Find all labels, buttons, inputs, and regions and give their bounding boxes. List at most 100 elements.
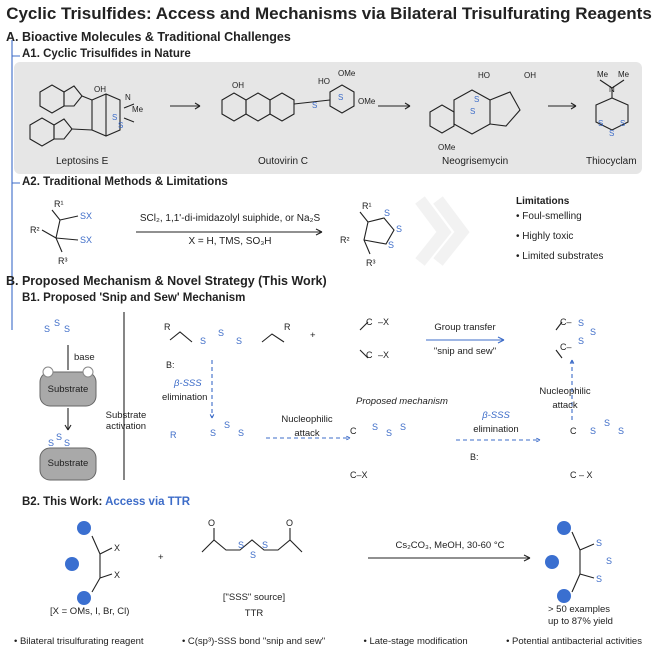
elimination-label: elimination: [473, 424, 519, 435]
svg-text:R³: R³: [58, 256, 68, 266]
svg-text:S: S: [48, 438, 54, 448]
limitation-text: Highly toxic: [522, 231, 574, 242]
molecule-label-outovirin: Outovirin C: [258, 156, 309, 167]
feature-item: • Bilateral trisulfurating reagent: [14, 636, 144, 647]
svg-text:R¹: R¹: [54, 199, 64, 209]
svg-text:S: S: [44, 324, 50, 334]
svg-text:S: S: [470, 107, 475, 116]
svg-text:S: S: [54, 318, 60, 328]
svg-text:R: R: [170, 430, 177, 440]
limitation-text: Foul-smelling: [522, 211, 582, 222]
ttr-label: TTR: [244, 608, 264, 619]
proposed-mechanism-label: Proposed mechanism: [356, 396, 448, 407]
b2-heading: B2. This Work: Access via TTR: [22, 496, 190, 508]
svg-text:S: S: [372, 422, 378, 432]
svg-text:R¹: R¹: [362, 201, 372, 211]
x-definition: [X = OMs, I, Br, Cl): [50, 606, 130, 617]
a2-reagents: SCl₂, 1,1'-di-imidazolyl suiphide, or Na…: [139, 213, 321, 224]
svg-text:S: S: [218, 328, 224, 338]
attack-label: attack: [552, 400, 578, 411]
features-bar: • Bilateral trisulfurating reagent • C(s…: [14, 632, 642, 652]
svg-text:R: R: [284, 322, 291, 332]
a1-heading: A1. Cyclic Trisulfides in Nature: [22, 48, 191, 60]
svg-text:S: S: [609, 129, 614, 138]
examples-label: > 50 examples: [548, 604, 611, 615]
beta-sss-label: β-SSS: [174, 378, 202, 389]
svg-text:S: S: [596, 574, 602, 584]
substrate-label: Substrate: [47, 458, 89, 469]
svg-text:Me: Me: [618, 70, 630, 79]
svg-text:S: S: [474, 95, 479, 104]
svg-text:S: S: [606, 556, 612, 566]
page-title: Cyclic Trisulfides: Access and Mechanism…: [6, 4, 652, 23]
svg-text:S: S: [262, 540, 268, 550]
svg-text:S: S: [200, 336, 206, 346]
svg-text:S: S: [64, 438, 70, 448]
beta-sss-label: β-SSS: [482, 410, 510, 421]
svg-text:OH: OH: [524, 71, 536, 80]
svg-text:S: S: [118, 121, 123, 130]
svg-text:C – X: C – X: [570, 470, 593, 480]
a2-conditions: X = H, TMS, SO₃H: [188, 236, 272, 247]
svg-text:C–: C–: [560, 317, 572, 327]
snip-and-sew-label: "snip and sew": [433, 346, 497, 357]
svg-text:OH: OH: [232, 81, 244, 90]
svg-text:S: S: [384, 208, 390, 218]
svg-text:HO: HO: [318, 77, 330, 86]
svg-text:B:: B:: [470, 452, 479, 462]
svg-text:S: S: [618, 426, 624, 436]
svg-text:S: S: [312, 101, 317, 110]
svg-text:S: S: [56, 432, 62, 442]
svg-text:C: C: [366, 350, 373, 360]
a1-panel: [14, 62, 642, 174]
a2-heading: A2. Traditional Methods & Limitations: [22, 176, 228, 188]
svg-text:O: O: [208, 518, 215, 528]
svg-text:S: S: [238, 540, 244, 550]
svg-text:S: S: [396, 224, 402, 234]
limitation-item: • Highly toxic: [516, 231, 574, 242]
svg-text:S: S: [338, 93, 343, 102]
b2-heading-prefix: B2. This Work:: [22, 496, 106, 508]
svg-text:S: S: [620, 119, 625, 128]
svg-text:S: S: [590, 426, 596, 436]
svg-text:C–: C–: [560, 342, 572, 352]
section-b-heading: B. Proposed Mechanism & Novel Strategy (…: [6, 274, 327, 288]
svg-text:N: N: [125, 93, 131, 102]
attack-label: attack: [294, 428, 320, 439]
svg-text:OH: OH: [94, 85, 106, 94]
svg-text:R²: R²: [340, 235, 350, 245]
b2-heading-highlight: Access via TTR: [105, 496, 191, 508]
svg-text:O: O: [286, 518, 293, 528]
limitations-title: Limitations: [516, 196, 570, 207]
svg-text:C: C: [366, 317, 373, 327]
svg-text:HO: HO: [478, 71, 490, 80]
plus-sign: +: [310, 330, 316, 341]
feature-item: • Late-stage modification: [363, 636, 468, 647]
b2-conditions: Cs₂CO₃, MeOH, 30-60 °C: [395, 540, 505, 551]
svg-text:S: S: [604, 418, 610, 428]
nucleophilic-label: Nucleophilic: [539, 386, 591, 397]
substrate-activation-label: Substrate activation: [105, 410, 147, 432]
svg-text:S: S: [238, 428, 244, 438]
svg-text:S: S: [112, 113, 117, 122]
svg-text:Me: Me: [597, 70, 609, 79]
svg-text:S: S: [210, 428, 216, 438]
section-a-heading: A. Bioactive Molecules & Traditional Cha…: [6, 30, 291, 44]
limitation-text: Limited substrates: [522, 251, 604, 262]
limitation-item: • Limited substrates: [516, 251, 604, 262]
svg-text:S: S: [400, 422, 406, 432]
svg-text:S: S: [598, 119, 603, 128]
substrate-label: Substrate: [47, 384, 89, 395]
plus-sign: +: [158, 552, 164, 563]
svg-text:S: S: [224, 420, 230, 430]
svg-text:SX: SX: [80, 211, 92, 221]
molecule-label-leptosins: Leptosins E: [56, 156, 109, 167]
svg-text:–X: –X: [378, 317, 389, 327]
svg-text:OMe: OMe: [338, 69, 356, 78]
limitation-item: • Foul-smelling: [516, 211, 582, 222]
svg-text:S: S: [388, 240, 394, 250]
svg-text:S: S: [596, 538, 602, 548]
svg-text:R²: R²: [30, 225, 40, 235]
group-transfer-label: Group transfer: [434, 322, 496, 333]
